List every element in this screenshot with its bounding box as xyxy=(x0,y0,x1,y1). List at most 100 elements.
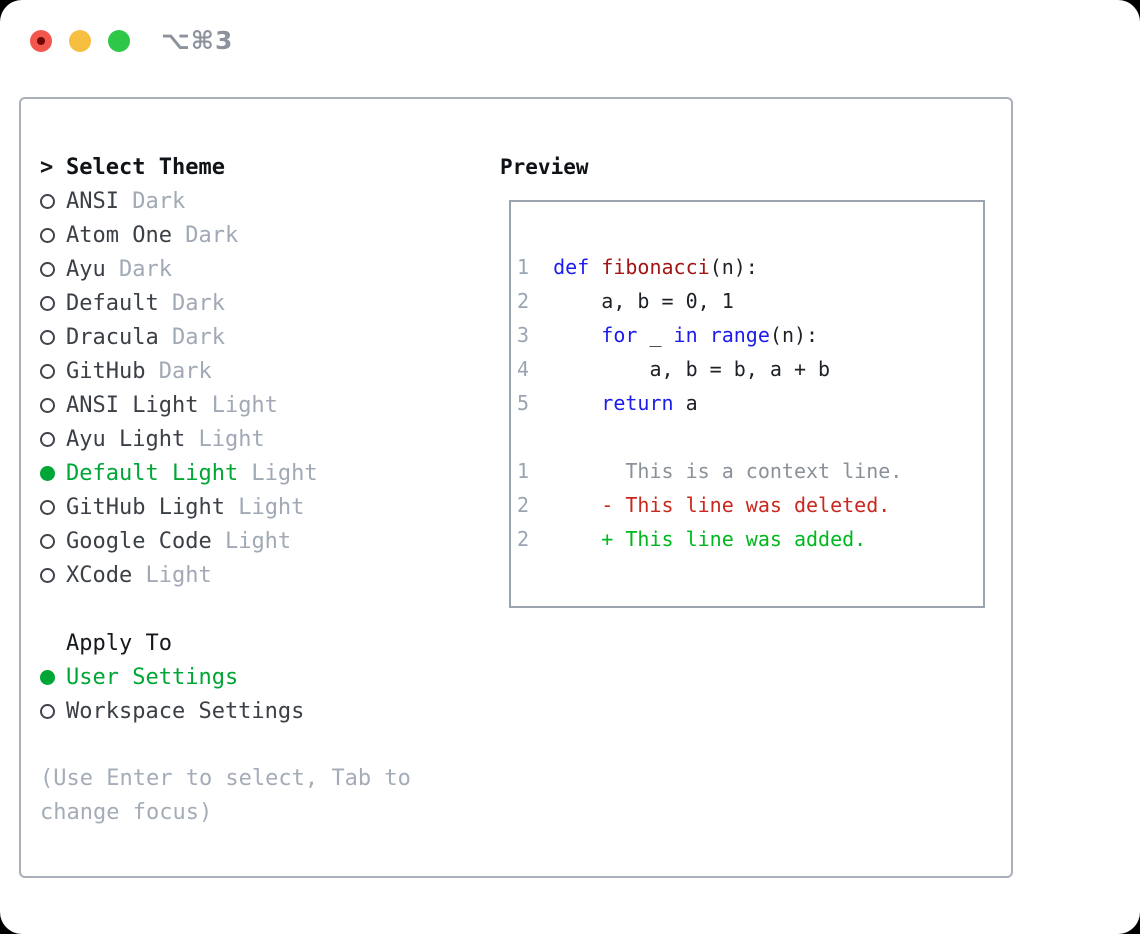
theme-option[interactable]: GitHub Dark xyxy=(40,354,490,388)
preview-panel: Preview 1 def fibonacci(n):2 a, b = 0, 1… xyxy=(500,150,985,608)
theme-radio xyxy=(40,465,66,481)
apply-to-option[interactable]: Workspace Settings xyxy=(40,694,490,728)
apply-to-radio xyxy=(40,669,66,685)
code-segment: in xyxy=(673,323,698,347)
code-segment: a xyxy=(673,391,698,415)
hint-line: change focus) xyxy=(40,800,213,825)
preview-line: 1 This is a context line. xyxy=(517,454,983,488)
radio-unselected-icon xyxy=(40,261,55,277)
theme-radio xyxy=(40,499,66,515)
theme-variant: Light xyxy=(238,460,318,486)
theme-name: GitHub Light xyxy=(66,494,225,520)
close-button-dot xyxy=(37,36,45,45)
code-segment xyxy=(529,391,601,415)
radio-unselected-icon xyxy=(40,703,55,719)
minimize-button[interactable] xyxy=(69,29,91,52)
apply-to-heading: Apply To xyxy=(66,630,172,656)
theme-variant: Dark xyxy=(158,324,225,350)
theme-radio xyxy=(40,363,66,379)
theme-option[interactable]: Default Light Light xyxy=(40,456,490,490)
preview-line: 5 return a xyxy=(517,386,983,420)
code-segment: range xyxy=(709,323,770,347)
theme-option[interactable]: Dracula Dark xyxy=(40,320,490,354)
code-segment: for xyxy=(601,323,638,347)
theme-variant: Dark xyxy=(145,358,212,384)
theme-option[interactable]: GitHub Light Light xyxy=(40,490,490,524)
title-bar: ⌥⌘3 xyxy=(30,26,233,55)
line-number: 4 xyxy=(517,357,530,381)
preview-line: 1 def fibonacci(n): xyxy=(517,250,983,284)
theme-option[interactable]: XCode Light xyxy=(40,558,490,592)
theme-variant: Light xyxy=(132,562,212,588)
spacer xyxy=(40,728,490,762)
select-theme-heading-row: > Select Theme xyxy=(40,150,490,184)
line-number: 1 xyxy=(517,255,530,279)
theme-radio xyxy=(40,533,66,549)
theme-variant: Dark xyxy=(105,256,172,282)
radio-unselected-icon xyxy=(40,363,55,379)
line-number: 3 xyxy=(517,323,530,347)
preview-line: 2 + This line was added. xyxy=(517,522,983,556)
code-segment: (n): xyxy=(709,255,758,279)
theme-option[interactable]: ANSI Light Light xyxy=(40,388,490,422)
theme-name: Default Light xyxy=(66,460,239,486)
preview-heading: Preview xyxy=(500,155,589,179)
zoom-button[interactable] xyxy=(108,29,130,52)
code-segment: def xyxy=(553,255,590,279)
code-segment xyxy=(529,255,553,279)
theme-variant: Light xyxy=(185,426,265,452)
theme-radio xyxy=(40,227,66,243)
theme-variant: Light xyxy=(198,392,278,418)
line-number: 2 xyxy=(517,527,530,551)
line-number: 2 xyxy=(517,289,530,313)
theme-option[interactable]: Ayu Dark xyxy=(40,252,490,286)
theme-radio xyxy=(40,567,66,583)
theme-radio xyxy=(40,397,66,413)
theme-name: Google Code xyxy=(66,528,212,554)
radio-unselected-icon xyxy=(40,533,55,549)
apply-to-label: Workspace Settings xyxy=(66,698,305,724)
theme-name: Ayu xyxy=(66,256,106,282)
apply-to-option[interactable]: User Settings xyxy=(40,660,490,694)
close-button[interactable] xyxy=(30,29,52,52)
theme-radio xyxy=(40,261,66,277)
theme-option[interactable]: Google Code Light xyxy=(40,524,490,558)
theme-variant: Dark xyxy=(158,290,225,316)
radio-unselected-icon xyxy=(40,397,55,413)
theme-name: Ayu Light xyxy=(66,426,186,452)
code-segment: fibonacci xyxy=(601,255,710,279)
preview-line xyxy=(517,420,983,454)
prompt-arrow-icon: > xyxy=(40,154,54,180)
radio-unselected-icon xyxy=(40,227,55,243)
theme-variant: Dark xyxy=(118,188,186,214)
code-segment: (n): xyxy=(769,323,819,347)
code-segment: a, b = b, a + b xyxy=(529,357,831,381)
code-segment: - This line was deleted. xyxy=(529,493,891,517)
line-number: 2 xyxy=(517,493,530,517)
code-segment: a, b = 0, 1 xyxy=(529,289,734,313)
apply-to-heading-row: Apply To xyxy=(40,626,490,660)
theme-option[interactable]: Atom One Dark xyxy=(40,218,490,252)
code-segment xyxy=(589,255,601,279)
keyboard-hint: (Use Enter to select, Tab to change focus… xyxy=(40,762,490,830)
radio-unselected-icon xyxy=(40,329,55,345)
radio-unselected-icon xyxy=(40,431,55,447)
theme-name: GitHub xyxy=(66,358,146,384)
line-number: 5 xyxy=(517,391,530,415)
theme-variant: Light xyxy=(224,494,305,520)
code-segment xyxy=(529,323,601,347)
line-number: 1 xyxy=(517,459,530,483)
radio-unselected-icon xyxy=(40,499,55,515)
theme-name: Dracula xyxy=(66,324,159,350)
theme-option[interactable]: Default Dark xyxy=(40,286,490,320)
theme-option[interactable]: ANSI Dark xyxy=(40,184,490,218)
spacer xyxy=(40,592,490,626)
code-segment: _ xyxy=(637,323,674,347)
code-segment xyxy=(698,323,710,347)
hint-line: (Use Enter to select, Tab to xyxy=(40,766,411,791)
theme-option[interactable]: Ayu Light Light xyxy=(40,422,490,456)
